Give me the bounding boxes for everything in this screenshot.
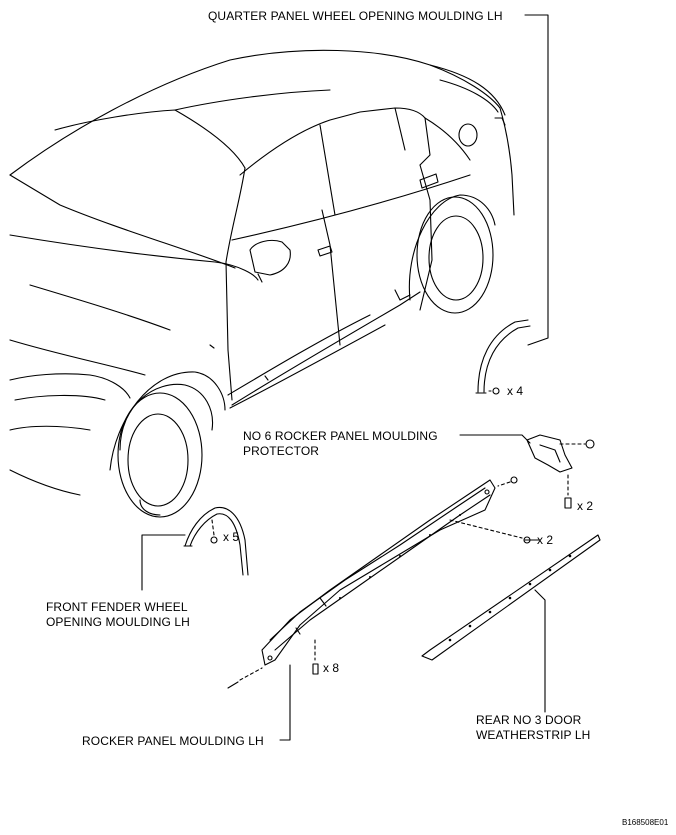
leader-quarter-panel xyxy=(524,14,549,346)
rocker-panel-moulding xyxy=(227,476,541,689)
leader-rear-door xyxy=(534,589,546,713)
label-no6-rocker-protector-line2: PROTECTOR xyxy=(243,444,320,458)
qty-rocker-screws: x 2 xyxy=(537,533,554,547)
label-rocker-panel-moulding: ROCKER PANEL MOULDING LH xyxy=(82,734,264,748)
leader-rocker-panel xyxy=(279,664,291,741)
label-quarter-panel-moulding: QUARTER PANEL WHEEL OPENING MOULDING LH xyxy=(208,9,503,23)
label-no6-rocker-protector-line1: NO 6 ROCKER PANEL MOULDING xyxy=(243,429,438,443)
leader-no6-protector xyxy=(459,434,531,444)
label-rear-door-weatherstrip-line1: REAR NO 3 DOOR xyxy=(476,713,582,727)
no6-protector-part xyxy=(526,434,595,509)
qty-quarter-clips: x 4 xyxy=(507,384,524,398)
leader-front-fender xyxy=(141,534,186,591)
front-fender-moulding xyxy=(183,506,249,576)
quarter-panel-moulding xyxy=(475,319,531,395)
qty-rocker-clips: x 8 xyxy=(323,661,340,675)
figure-code: B168508E01 xyxy=(622,818,669,827)
qty-protector-clips: x 2 xyxy=(577,499,594,513)
label-front-fender-line2: OPENING MOULDING LH xyxy=(46,615,190,629)
label-rear-door-weatherstrip-line2: WEATHERSTRIP LH xyxy=(476,728,591,742)
car-body-outline xyxy=(9,49,515,518)
label-front-fender-line1: FRONT FENDER WHEEL xyxy=(46,600,188,614)
qty-fender-clips: x 5 xyxy=(223,530,240,544)
rear-door-weatherstrip xyxy=(421,534,601,661)
